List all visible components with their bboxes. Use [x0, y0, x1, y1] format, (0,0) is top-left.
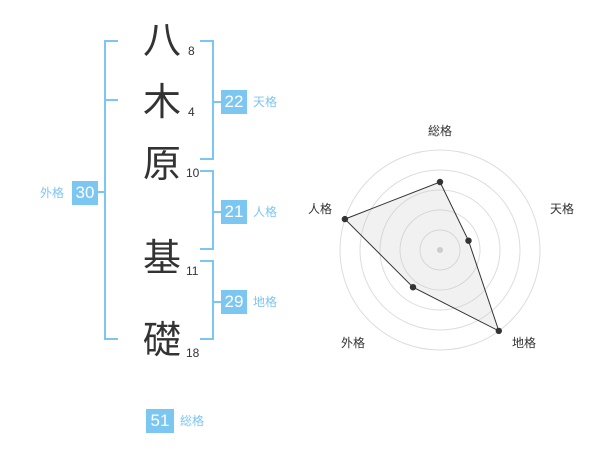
name-char-4: 基: [142, 236, 181, 280]
stroke-count-1: 8: [188, 44, 195, 58]
gaikaku-value: 30: [72, 181, 98, 205]
name-char-2: 木: [142, 80, 181, 124]
jinkaku-bracket: [200, 170, 214, 250]
soukaku-label: 総格: [180, 414, 205, 428]
stroke-count-5: 18: [186, 346, 200, 360]
tenkaku-value: 22: [221, 90, 247, 114]
gaikaku-bracket-tick: [104, 99, 118, 101]
radar-label-soukaku: 総格: [428, 124, 453, 138]
name-char-5: 礎: [142, 318, 181, 362]
radar-chart: [339, 149, 541, 351]
tenkaku-label: 天格: [253, 95, 278, 109]
radar-point-2: [465, 237, 472, 244]
jinkaku-value: 21: [221, 200, 247, 224]
stroke-count-4: 11: [186, 264, 199, 278]
radar-grid-ring: [399, 209, 481, 291]
radar-point-5: [341, 215, 349, 223]
chikaku-bracket: [200, 260, 214, 340]
stroke-count-3: 10: [186, 166, 200, 180]
radar-point-4: [409, 284, 417, 291]
radar-label-jinkaku: 人格: [308, 202, 333, 216]
stroke-count-2: 4: [188, 105, 195, 119]
tenkaku-connector: [214, 101, 222, 103]
radar-label-tenkaku: 天格: [550, 202, 575, 216]
soukaku-value: 51: [146, 409, 174, 433]
radar-center: [437, 247, 443, 253]
radar-grid-ring: [359, 169, 521, 331]
chikaku-connector: [214, 301, 222, 303]
radar-label-gaikaku: 外格: [341, 336, 366, 350]
radar-label-chikaku: 地格: [512, 336, 537, 350]
name-char-1: 八: [142, 18, 181, 62]
gaikaku-label: 外格: [40, 186, 65, 200]
radar-point-1: [436, 178, 444, 186]
radar-grid-ring: [379, 189, 501, 311]
chikaku-label: 地格: [253, 295, 278, 309]
jinkaku-connector: [214, 211, 222, 213]
radar-grid-ring: [419, 229, 461, 271]
chikaku-value: 29: [221, 290, 247, 314]
jinkaku-label: 人格: [253, 205, 278, 219]
gaikaku-connector: [96, 191, 104, 193]
radar-area: [344, 181, 500, 332]
tenkaku-bracket: [200, 40, 214, 160]
radar-point-3: [495, 327, 502, 335]
gaikaku-bracket: [104, 40, 118, 340]
name-char-3: 原: [142, 142, 181, 186]
